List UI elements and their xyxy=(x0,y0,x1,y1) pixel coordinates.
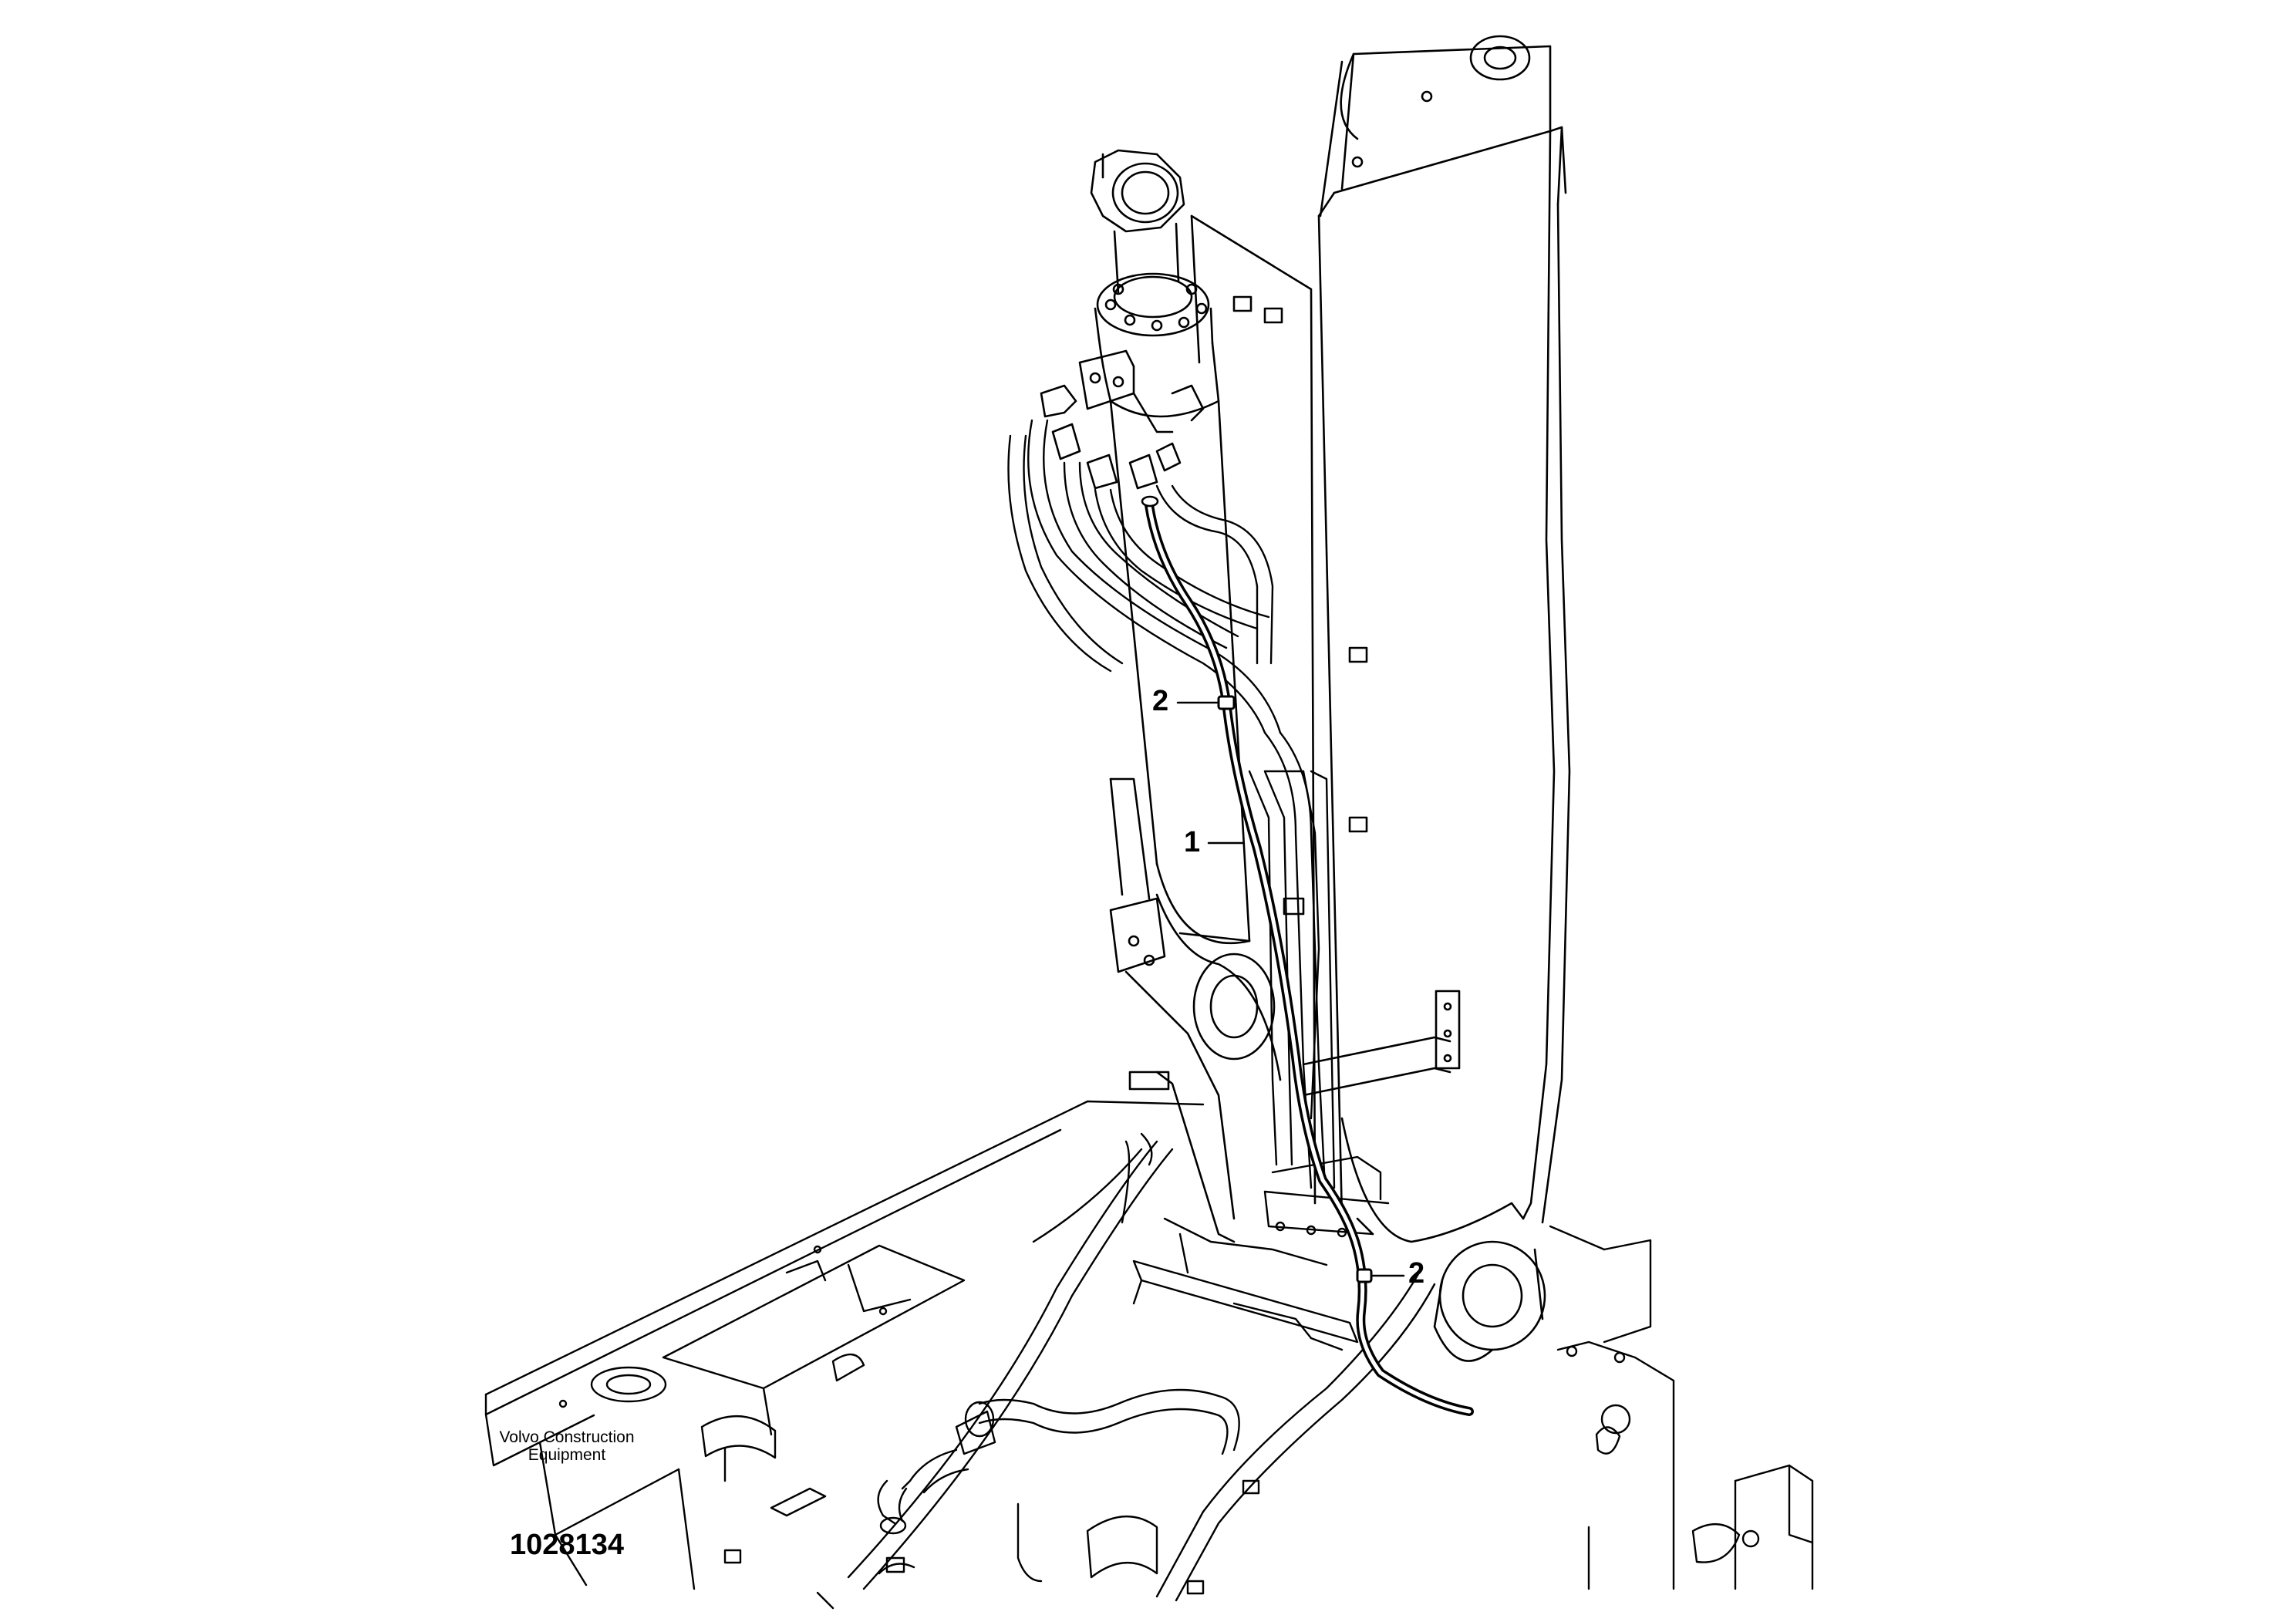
callout-clamp-lower: 2 xyxy=(1408,1257,1425,1290)
hydraulic-hoses xyxy=(847,419,1436,1602)
hose-clamps xyxy=(1217,695,1373,1283)
callout-clamp-upper: 2 xyxy=(1152,685,1169,717)
callout-hose: 1 xyxy=(1184,826,1201,858)
clamp-lower xyxy=(1356,1268,1373,1283)
company-name-line1: Volvo Construction xyxy=(499,1428,635,1446)
company-name-line2: Equipment xyxy=(528,1446,606,1464)
drawing-number: 1028134 xyxy=(510,1529,624,1561)
upper-frame xyxy=(484,1100,1814,1610)
boom-structure xyxy=(1190,35,1571,1362)
hose-item-1 xyxy=(1141,495,1474,1416)
leader-lines xyxy=(1176,701,1405,1277)
clamp-upper xyxy=(1217,695,1236,710)
boom-cylinder xyxy=(1040,149,1282,1243)
